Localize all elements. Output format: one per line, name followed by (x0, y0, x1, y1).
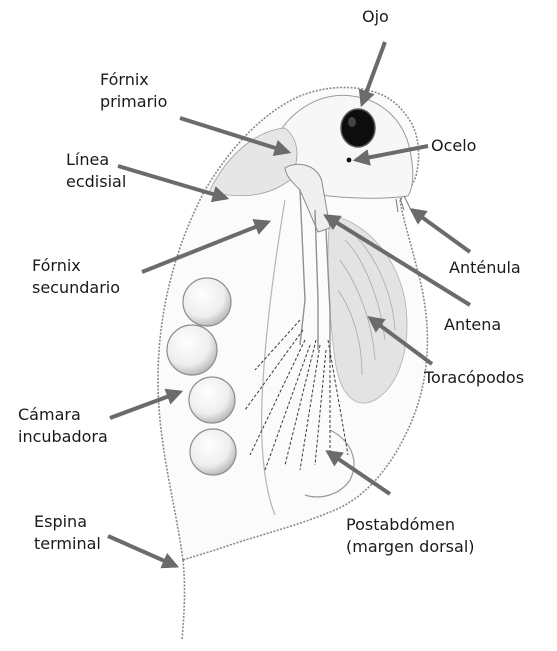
eye-highlight (348, 117, 356, 127)
arrow-antenula (412, 210, 470, 252)
label-fornix-secundario: Fórnix secundario (32, 256, 120, 297)
label-antenula: Anténula (449, 258, 521, 277)
label-postabdomen: Postabdómen (margen dorsal) (346, 515, 475, 556)
label-espina-terminal: Espina terminal (34, 512, 101, 553)
daphnia-illustration (158, 87, 427, 640)
label-antena: Antena (444, 315, 501, 334)
label-camara-incubadora: Cámara incubadora (18, 405, 108, 446)
egg (189, 377, 235, 423)
label-ocelo: Ocelo (431, 136, 476, 155)
compound-eye (341, 109, 375, 147)
label-linea-ecdisial: Línea ecdisial (66, 150, 126, 191)
egg (167, 325, 217, 375)
label-fornix-primario: Fórnix primario (100, 70, 167, 111)
egg (183, 278, 231, 326)
ocellus (347, 158, 352, 163)
label-ojo: Ojo (362, 7, 389, 26)
label-toracopodos: Toracópodos (423, 368, 524, 387)
terminal-spine (182, 560, 185, 640)
egg (190, 429, 236, 475)
arrow-espina-terminal (108, 536, 176, 566)
